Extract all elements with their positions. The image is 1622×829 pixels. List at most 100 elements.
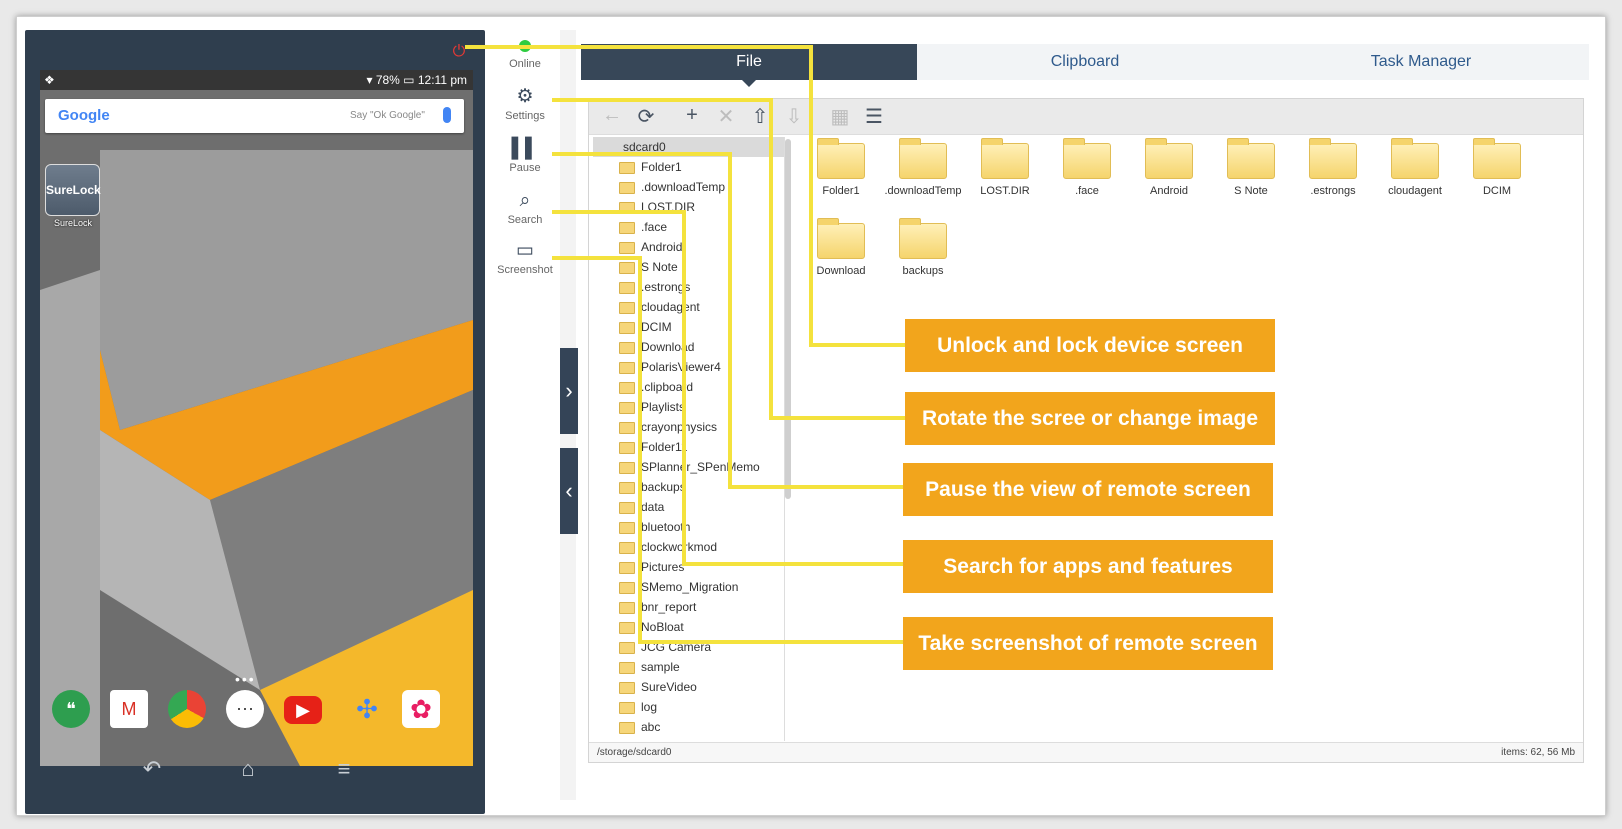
gmail-icon[interactable]: M xyxy=(110,690,148,728)
grid-folder[interactable]: .downloadTemp xyxy=(883,138,963,197)
tree-item[interactable]: bnr_report xyxy=(593,597,784,617)
settings-label: Settings xyxy=(505,110,545,122)
tree-item[interactable]: crayonphysics xyxy=(593,417,784,437)
current-path: /storage/sdcard0 xyxy=(597,747,672,758)
tree-item[interactable]: Pictures xyxy=(593,557,784,577)
google-search-bar[interactable]: Google Say "Ok Google" xyxy=(45,99,464,133)
device-nav-bar: ↶ ⌂ ≡ xyxy=(25,746,485,814)
grid-folder-label: LOST.DIR xyxy=(980,185,1030,197)
tree-item[interactable]: SureVideo xyxy=(593,677,784,697)
online-label: Online xyxy=(509,58,541,70)
grid-folder[interactable]: backups xyxy=(883,218,963,277)
download-icon[interactable]: ⇩ xyxy=(785,106,803,128)
tab-clipboard[interactable]: Clipboard xyxy=(1050,53,1120,70)
leader-line xyxy=(552,210,686,214)
folder-icon xyxy=(1145,138,1193,179)
tree-item-label: crayonphysics xyxy=(641,420,718,434)
screenshot-button[interactable]: ▭ Screenshot xyxy=(490,240,560,276)
tree-item-label: log xyxy=(641,700,658,714)
tree-item-label: NoBloat xyxy=(641,620,684,634)
tree-item[interactable]: PolarisViewer4 xyxy=(593,357,784,377)
expand-panel-button[interactable]: › xyxy=(560,348,578,434)
grid-folder[interactable]: .estrongs xyxy=(1293,138,1373,197)
back-arrow-icon[interactable]: ← xyxy=(602,104,622,126)
collapse-panel-button[interactable]: ‹ xyxy=(560,448,578,534)
gear-icon: ⚙ xyxy=(516,86,534,107)
grid-folder[interactable]: S Note xyxy=(1211,138,1291,197)
tree-item[interactable]: Download xyxy=(593,337,784,357)
search-button[interactable]: ⌕ Search xyxy=(490,190,560,226)
hangouts-icon[interactable]: ❝ xyxy=(52,690,90,728)
grid-folder[interactable]: LOST.DIR xyxy=(965,138,1045,197)
pause-button[interactable]: ▌▌ Pause xyxy=(490,138,560,174)
tree-item[interactable]: log xyxy=(593,697,784,717)
status-info: ▾ 78% ▭ 12:11 pm xyxy=(366,73,467,87)
tree-item[interactable]: NoBloat xyxy=(593,617,784,637)
settings-button[interactable]: ⚙ Settings xyxy=(490,86,560,122)
tree-item[interactable]: Folder11 xyxy=(593,437,784,457)
delete-icon[interactable]: ✕ xyxy=(717,106,735,128)
add-icon[interactable]: + xyxy=(686,104,698,126)
tab-task-manager[interactable]: Task Manager xyxy=(1370,53,1472,70)
leader-line xyxy=(728,485,904,489)
grid-folder[interactable]: .face xyxy=(1047,138,1127,197)
grid-folder[interactable]: Download xyxy=(801,218,881,277)
tree-item-label: Pictures xyxy=(641,560,685,574)
menu-icon[interactable]: ≡ xyxy=(337,756,351,781)
tree-item[interactable]: .estrongs xyxy=(593,277,784,297)
tree-item-label: S Note xyxy=(641,260,678,274)
tree-item[interactable]: data xyxy=(593,497,784,517)
leader-line xyxy=(769,98,773,420)
leader-line xyxy=(769,416,905,420)
tree-item[interactable]: Folder1 xyxy=(593,157,784,177)
tree-scrollbar[interactable] xyxy=(785,139,791,499)
tree-item[interactable]: .face xyxy=(593,217,784,237)
back-icon[interactable]: ↶ xyxy=(142,756,162,781)
remote-screen[interactable]: ❖ ▾ 78% ▭ 12:11 pm Google Say "Ok Google… xyxy=(40,70,473,766)
tree-item[interactable]: SMemo_Migration xyxy=(593,577,784,597)
tree-item[interactable]: bluetooth xyxy=(593,517,784,537)
mic-icon[interactable] xyxy=(443,107,451,123)
grid-folder[interactable]: Android xyxy=(1129,138,1209,197)
tree-item-label: SPlanner_SPenMemo xyxy=(641,460,760,474)
tree-item-label: sample xyxy=(641,660,680,674)
surelock-app-icon[interactable]: SureLock xyxy=(45,164,101,216)
google-logo: Google xyxy=(58,107,110,124)
leader-line xyxy=(809,45,813,347)
tree-item-label: Folder11 xyxy=(641,440,688,454)
tree-item[interactable]: SPlanner_SPenMemo xyxy=(593,457,784,477)
list-view-icon[interactable]: ☰ xyxy=(865,106,883,128)
tree-item[interactable]: .clipboard xyxy=(593,377,784,397)
tree-item[interactable]: DCIM xyxy=(593,317,784,337)
photos-icon[interactable]: ✿ xyxy=(402,690,440,728)
tree-item[interactable]: .downloadTemp xyxy=(593,177,784,197)
folder-tree: sdcard0 Folder1 .downloadTemp LOST.DIR .… xyxy=(593,137,785,741)
tree-item[interactable]: Android xyxy=(593,237,784,257)
youtube-icon[interactable]: ▶ xyxy=(284,696,322,724)
grid-folder[interactable]: cloudagent xyxy=(1375,138,1455,197)
tab-file[interactable]: File xyxy=(581,44,917,87)
grid-folder[interactable]: Folder1 xyxy=(801,138,881,197)
folder-icon xyxy=(1473,138,1521,179)
upload-icon[interactable]: ⇧ xyxy=(751,106,769,128)
callout-screenshot: Take screenshot of remote screen xyxy=(903,617,1273,670)
tree-item[interactable]: LOST.DIR xyxy=(593,197,784,217)
tree-item[interactable]: S Note xyxy=(593,257,784,277)
chrome-icon[interactable] xyxy=(168,690,206,728)
power-icon[interactable]: ⏻ xyxy=(452,43,466,60)
tree-item[interactable]: Playlists xyxy=(593,397,784,417)
grid-folder[interactable]: DCIM xyxy=(1457,138,1537,197)
home-icon[interactable]: ⌂ xyxy=(241,756,255,781)
folder-icon xyxy=(899,138,947,179)
apps-icon[interactable]: ⋯ xyxy=(226,690,264,728)
refresh-icon[interactable]: ⟳ xyxy=(637,106,655,128)
pinwheel-icon[interactable]: ✣ xyxy=(356,694,378,724)
tree-item[interactable]: backups xyxy=(593,477,784,497)
tree-item[interactable]: abc xyxy=(593,717,784,737)
grid-view-icon[interactable]: ▦ xyxy=(830,106,850,128)
tree-item-label: SMemo_Migration xyxy=(641,580,739,594)
grid-folder-label: .estrongs xyxy=(1310,185,1356,197)
tree-item[interactable]: sample xyxy=(593,657,784,677)
tree-item[interactable]: cloudagent xyxy=(593,297,784,317)
tree-item[interactable]: clockworkmod xyxy=(593,537,784,557)
